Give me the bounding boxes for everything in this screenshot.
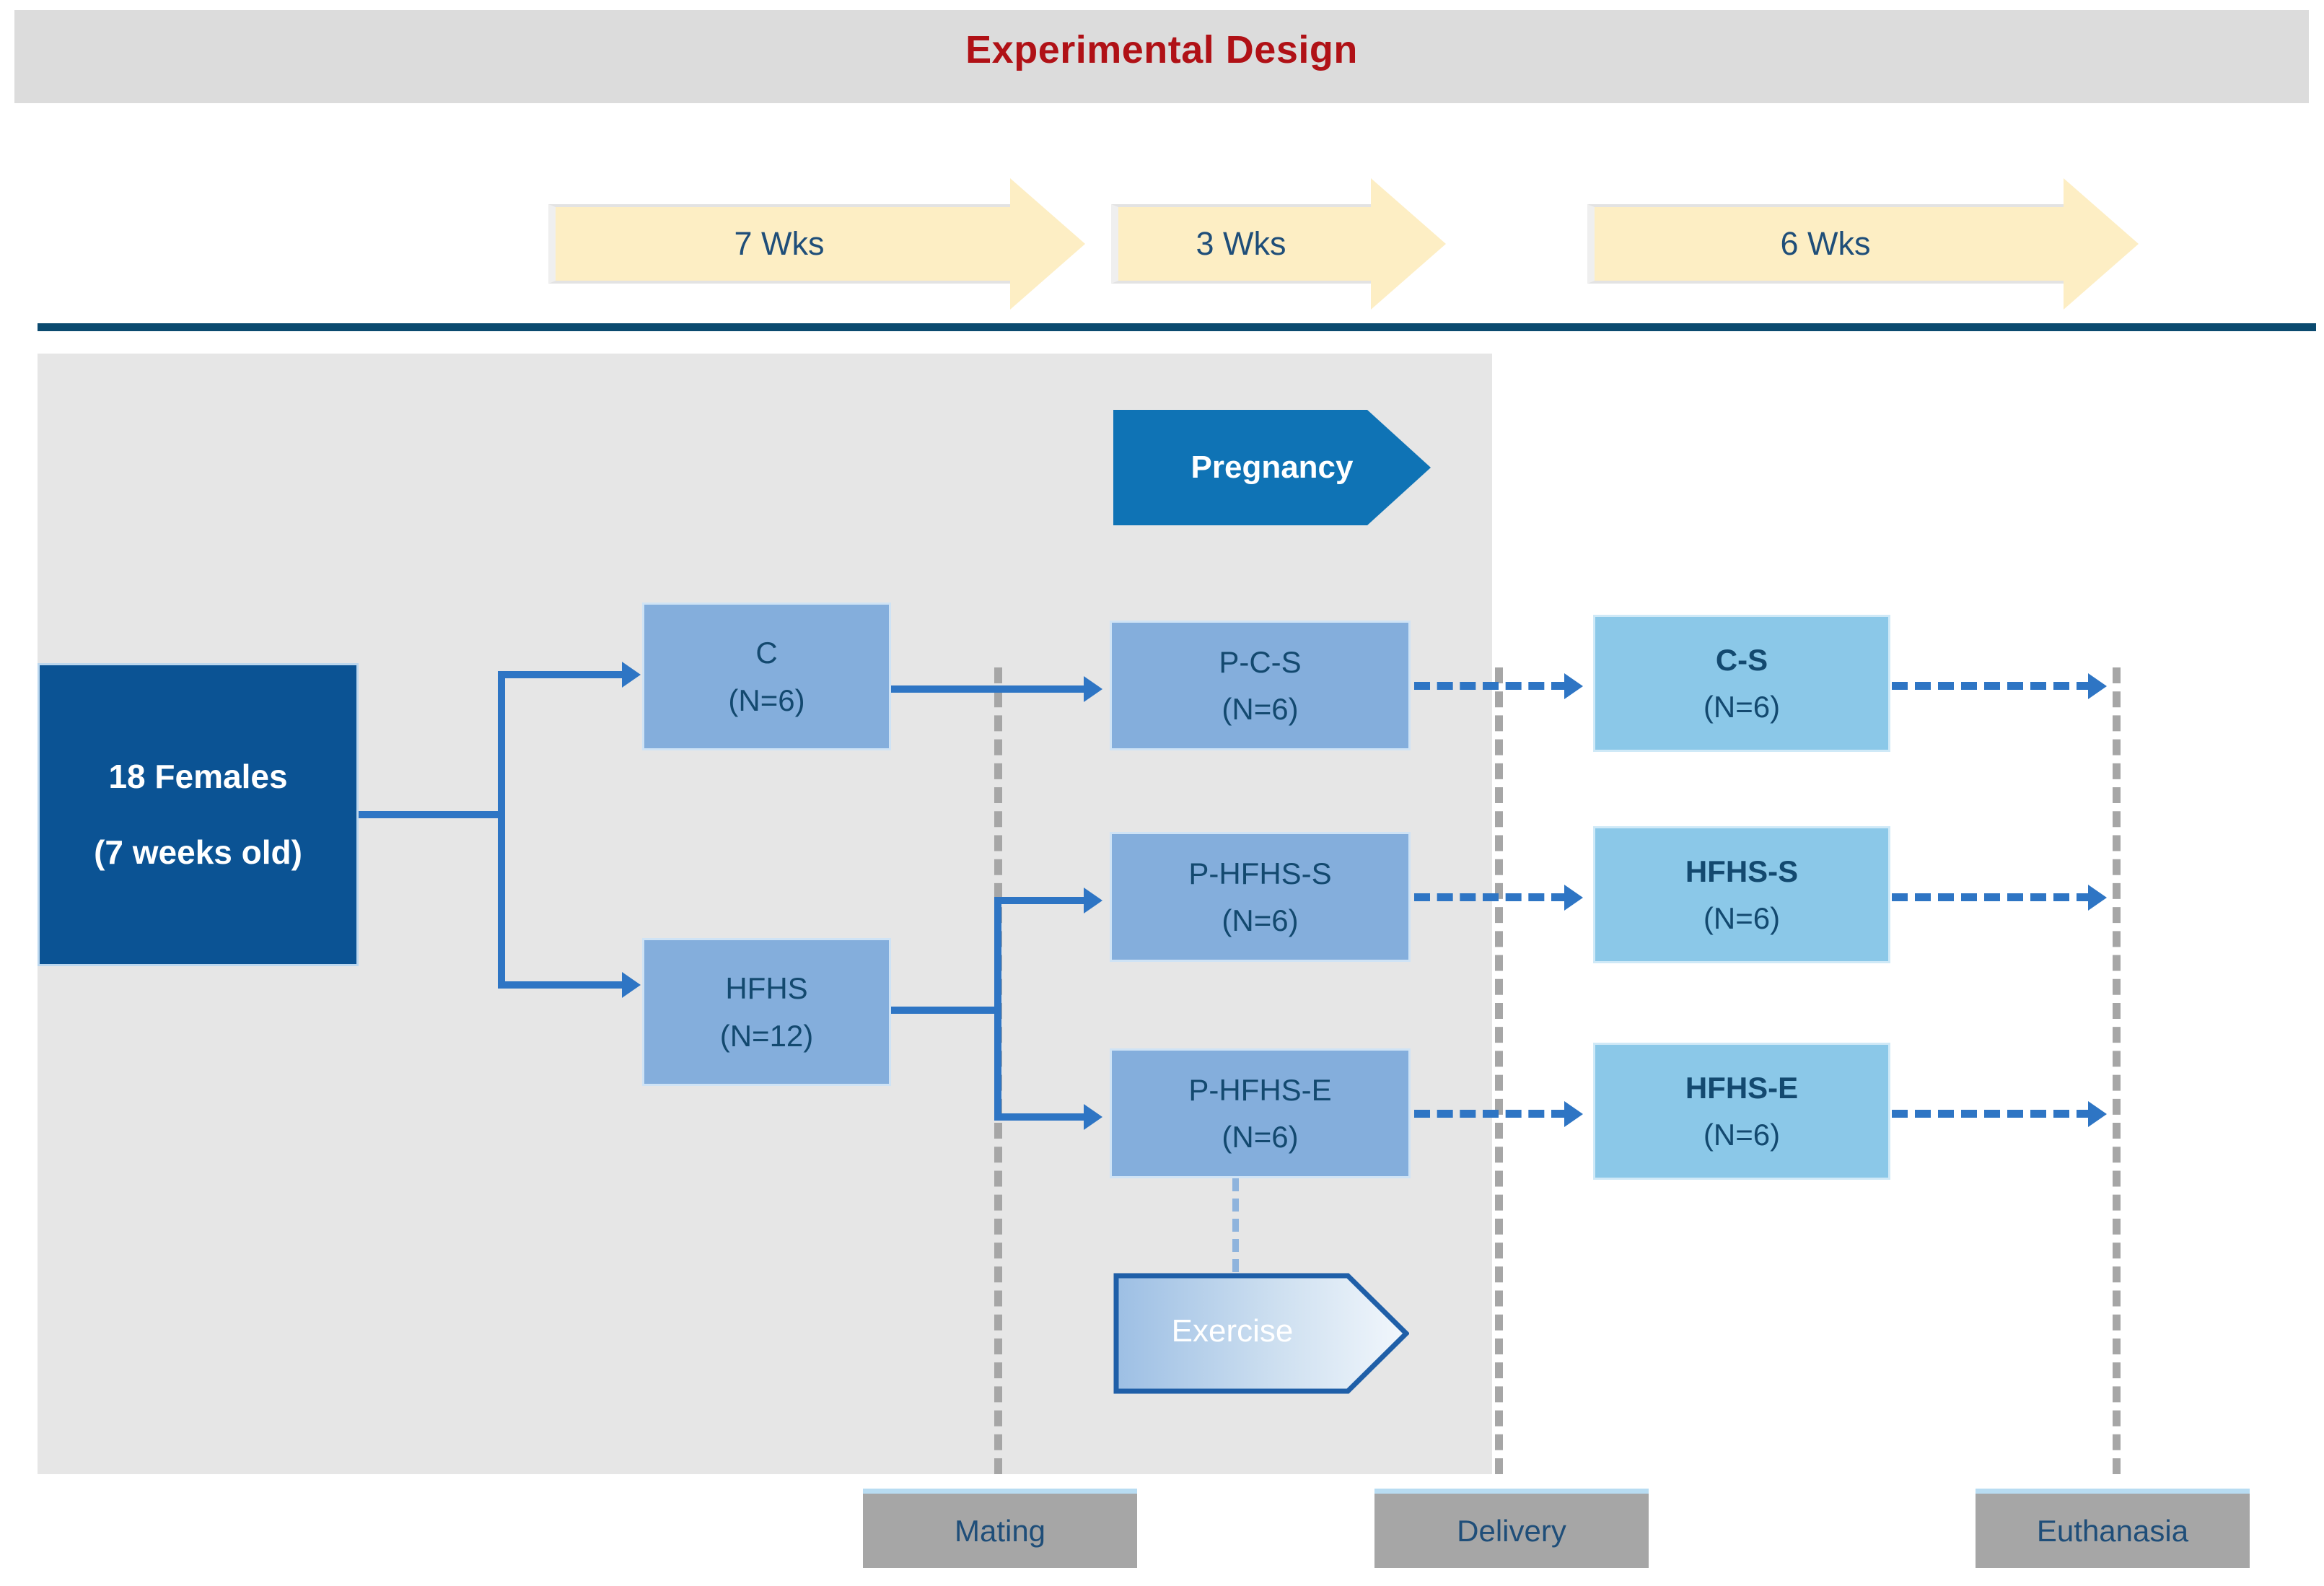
node-line-1: HFHS-S (1685, 854, 1799, 888)
event-line-euthanasia (2113, 667, 2121, 1474)
node-line-2: (N=6) (1222, 1120, 1299, 1154)
node-line-2: (N=6) (1222, 903, 1299, 937)
connector-pcs-to-cs (1414, 682, 1567, 690)
node-pregnancy-hfhs-sedentary[interactable]: P-HFHS-S (N=6) (1110, 832, 1411, 962)
exercise-intervention-chevron[interactable]: Exercise (1113, 1273, 1409, 1394)
connector-root-trunk (359, 811, 505, 818)
connector-arrowhead-icon (622, 662, 641, 688)
connector-root-to-hfhs (498, 981, 624, 989)
node-line-2: (N=6) (1222, 692, 1299, 726)
node-line-2: (7 weeks old) (94, 833, 302, 871)
connector-arrowhead-icon (2088, 1101, 2107, 1127)
title-band: Experimental Design (14, 10, 2309, 103)
node-line-1: HFHS (725, 971, 808, 1006)
phase-arrow-tail (1111, 204, 1371, 284)
phase-arrow-label: 3 Wks (1196, 225, 1286, 262)
event-label-mating[interactable]: Mating (863, 1489, 1137, 1568)
connector-arrowhead-icon (622, 972, 641, 998)
event-label-text: Delivery (1457, 1513, 1566, 1548)
node-line-2: (N=6) (1703, 901, 1781, 935)
phase-arrow-7wks: 7 Wks (548, 178, 1085, 310)
exercise-label: Exercise (1171, 1313, 1294, 1349)
phase-arrow-label: 6 Wks (1780, 225, 1871, 262)
phase-arrow-head-icon (2064, 178, 2139, 310)
event-label-euthanasia[interactable]: Euthanasia (1976, 1489, 2250, 1568)
phase-arrow-tail (548, 204, 1010, 284)
event-line-delivery (1495, 667, 1503, 1474)
phase-arrow-head-icon (1010, 178, 1085, 310)
connector-hfhs-riser (994, 897, 1001, 1121)
node-line-1: C-S (1715, 642, 1768, 677)
phase-arrow-3wks: 3 Wks (1111, 178, 1446, 310)
node-root-cohort[interactable]: 18 Females (7 weeks old) (38, 663, 359, 966)
node-pregnancy-hfhs-exercise[interactable]: P-HFHS-E (N=6) (1110, 1048, 1411, 1178)
phase-arrow-label: 7 Wks (734, 225, 825, 262)
node-offspring-hfhs-sedentary[interactable]: HFHS-S (N=6) (1593, 826, 1890, 963)
pregnancy-label: Pregnancy (1190, 450, 1354, 485)
connector-root-riser (498, 671, 505, 985)
node-line-1: C (755, 636, 778, 670)
connector-hfhs-to-phfhss (994, 897, 1086, 904)
node-line-2: (N=6) (728, 683, 805, 717)
connector-arrowhead-icon (1564, 673, 1583, 699)
node-line-1: P-HFHS-E (1188, 1072, 1332, 1107)
connector-cs-to-euthanasia (1892, 682, 2092, 690)
connector-arrowhead-icon (1084, 1104, 1102, 1130)
connector-root-to-control (498, 671, 624, 678)
node-line-2: (N=6) (1703, 690, 1781, 724)
node-diet-hfhs[interactable]: HFHS (N=12) (642, 938, 891, 1086)
timeline-divider (38, 323, 2316, 331)
connector-arrowhead-icon (1564, 1101, 1583, 1127)
event-label-text: Mating (954, 1513, 1046, 1548)
node-line-1: HFHS-E (1685, 1070, 1799, 1105)
exercise-chevron-shape-icon (1113, 1273, 1409, 1394)
node-offspring-control-sedentary[interactable]: C-S (N=6) (1593, 615, 1890, 752)
connector-arrowhead-icon (2088, 885, 2107, 911)
phase-arrow-6wks: 6 Wks (1587, 178, 2139, 310)
node-line-1: P-HFHS-S (1188, 856, 1332, 890)
page-title: Experimental Design (965, 28, 1358, 71)
node-line-1: P-C-S (1219, 644, 1302, 679)
connector-hfhs-trunk (891, 1007, 998, 1014)
phase-arrow-head-icon (1371, 178, 1446, 310)
connector-exercise-link (1232, 1178, 1239, 1272)
node-line-2: (N=6) (1703, 1118, 1781, 1152)
node-diet-control[interactable]: C (N=6) (642, 603, 891, 750)
connector-phfhss-to-hfhss (1414, 893, 1567, 901)
connector-hfhs-to-phfhse (994, 1113, 1086, 1121)
pregnancy-phase-chevron[interactable]: Pregnancy (1113, 410, 1431, 525)
connector-arrowhead-icon (1564, 885, 1583, 911)
connector-hfhse-to-euthanasia (1892, 1110, 2092, 1118)
node-line-2: (N=12) (719, 1018, 814, 1053)
connector-arrowhead-icon (2088, 673, 2107, 699)
connector-arrowhead-icon (1084, 888, 1102, 914)
event-label-text: Euthanasia (2036, 1513, 2189, 1548)
phase-arrow-tail (1587, 204, 2064, 284)
connector-hfhss-to-euthanasia (1892, 893, 2092, 901)
node-pregnancy-control[interactable]: P-C-S (N=6) (1110, 621, 1411, 750)
node-line-1: 18 Females (108, 757, 288, 795)
connector-arrowhead-icon (1084, 676, 1102, 702)
connector-control-to-pcs (891, 685, 1086, 693)
node-offspring-hfhs-exercise[interactable]: HFHS-E (N=6) (1593, 1043, 1890, 1180)
connector-phfhse-to-hfhse (1414, 1110, 1567, 1118)
event-label-delivery[interactable]: Delivery (1374, 1489, 1649, 1568)
